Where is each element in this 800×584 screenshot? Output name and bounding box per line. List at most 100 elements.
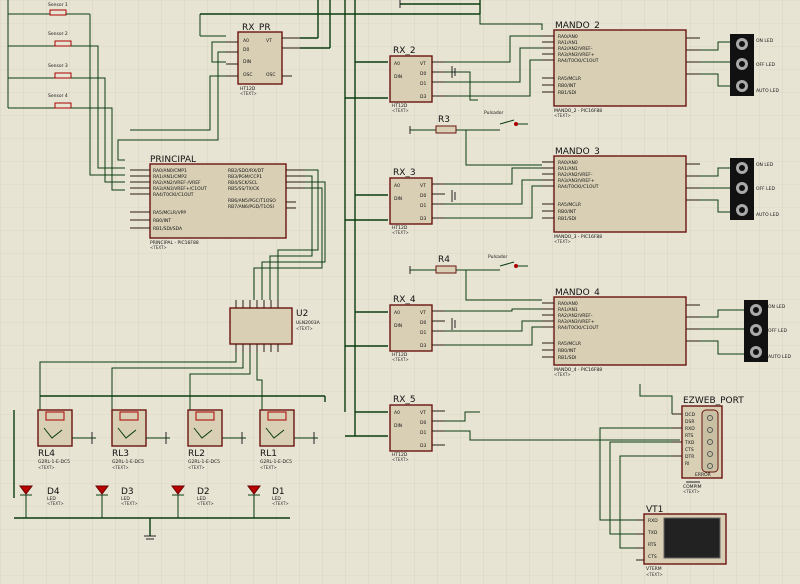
resistor-r3[interactable]: R3 (410, 115, 542, 166)
r4-ref: R4 (438, 255, 450, 265)
pulsador-2[interactable]: Pulsador (488, 254, 528, 268)
svg-text:D1: D1 (420, 203, 426, 209)
svg-text:RI: RI (685, 461, 689, 467)
led-d3[interactable]: D3 LED <TEXT> (95, 485, 138, 518)
svg-text:RA1/AN1: RA1/AN1 (558, 307, 578, 313)
svg-text:RB3/PGM/CCP1: RB3/PGM/CCP1 (228, 174, 262, 180)
svg-text:MANDO_2 - PIC16F88: MANDO_2 - PIC16F88 (554, 108, 602, 114)
svg-text:RX_4: RX_4 (393, 295, 416, 305)
svg-text:D0: D0 (243, 47, 249, 53)
svg-text:OFF LED: OFF LED (756, 186, 775, 192)
mando-3[interactable]: MANDO_3 RA0/AN0 RA1/AN1 RA2/AN2/VREF- RA… (445, 147, 730, 244)
svg-text:LED: LED (197, 496, 206, 502)
relay-rl1-ref: RL1 (260, 449, 277, 459)
svg-text:AUTO LED: AUTO LED (756, 212, 779, 218)
svg-text:AUTO LED: AUTO LED (756, 88, 779, 94)
u2-part: ULN2003A (296, 320, 321, 326)
svg-text:<TEXT>: <TEXT> (392, 230, 409, 235)
svg-text:RA0/AN0: RA0/AN0 (558, 160, 578, 166)
led-d4[interactable]: D4 LED <TEXT> (19, 485, 64, 518)
svg-text:D1: D1 (420, 81, 426, 87)
svg-text:RB6/AN5/PGC/T1OSO: RB6/AN5/PGC/T1OSO (228, 198, 276, 204)
svg-text:HT12D: HT12D (392, 452, 408, 458)
vterm-vt1[interactable]: VT1 RXD TXD RTS CTS VTERM <TEXT> (636, 505, 727, 577)
svg-text:CTS: CTS (685, 447, 694, 453)
mando-4[interactable]: MANDO_4 RA0/AN0 RA1/AN1 RA2/AN2/VREF- RA… (445, 288, 744, 377)
svg-text:VT1: VT1 (646, 505, 663, 515)
relay-rl1[interactable]: RL1 G2RL-1-E-DC5 <TEXT> (259, 409, 318, 470)
svg-text:RB4/SCK/SCL: RB4/SCK/SCL (228, 180, 258, 186)
svg-text:D0: D0 (420, 193, 426, 199)
svg-text:CTS: CTS (648, 554, 657, 560)
resistor-r4[interactable]: R4 (410, 255, 542, 301)
svg-text:HT12D: HT12D (392, 352, 408, 358)
sensor-4[interactable]: Sensor 4 (8, 93, 90, 109)
svg-text:MANDO_4 - PIC16F88: MANDO_4 - PIC16F88 (554, 367, 602, 373)
sensor-3[interactable]: Sensor 3 (8, 63, 90, 79)
led-block-1[interactable]: ON LED OFF LED AUTO LED (730, 34, 779, 96)
svg-text:D0: D0 (420, 71, 426, 77)
ground-symbols (399, 0, 456, 330)
svg-text:HT12D: HT12D (392, 103, 408, 109)
mando-2[interactable]: MANDO_2 RA0/AN0 RA1/AN1 RA2/AN2/VREF- RA… (200, 14, 730, 118)
svg-text:G2RL-1-E-DC5: G2RL-1-E-DC5 (260, 459, 292, 465)
sensor-3-label: Sensor 3 (48, 63, 68, 69)
svg-text:D1: D1 (420, 330, 426, 336)
svg-text:<TEXT>: <TEXT> (47, 501, 64, 506)
svg-text:Pulsador: Pulsador (484, 110, 503, 116)
sensor-1[interactable]: Sensor 1 (8, 2, 90, 16)
svg-text:A0: A0 (394, 61, 400, 67)
principal-part: PRINCIPAL - PIC16F88 (150, 240, 199, 246)
relay-rl4-ref: RL4 (38, 449, 55, 459)
svg-text:<TEXT>: <TEXT> (121, 501, 138, 506)
svg-text:<TEXT>: <TEXT> (392, 108, 409, 113)
svg-text:<TEXT>: <TEXT> (260, 465, 277, 470)
svg-text:D3: D3 (420, 216, 426, 222)
svg-text:DIN: DIN (394, 323, 402, 329)
svg-text:RA5/MCLR/VPP: RA5/MCLR/VPP (153, 210, 186, 216)
svg-text:RTS: RTS (648, 542, 657, 548)
svg-text:<TEXT>: <TEXT> (112, 465, 129, 470)
led-d1[interactable]: D1 LED <TEXT> (247, 485, 289, 518)
svg-text:G2RL-1-E-DC5: G2RL-1-E-DC5 (112, 459, 144, 465)
relay-rl4[interactable]: RL4 G2RL-1-E-DC5 <TEXT> (37, 409, 96, 470)
svg-text:RB7/AN6/PGD/T1OSI: RB7/AN6/PGD/T1OSI (228, 204, 274, 210)
sensor-2[interactable]: Sensor 2 (8, 31, 90, 47)
u2-driver[interactable]: U2 ULN2003A <TEXT> (39, 300, 321, 410)
svg-text:MANDO_2: MANDO_2 (555, 21, 600, 31)
relay-rl3[interactable]: RL3 G2RL-1-E-DC5 <TEXT> (111, 409, 170, 470)
led-block-2[interactable]: ON LED OFF LED AUTO LED (730, 158, 779, 220)
svg-text:LED: LED (121, 496, 130, 502)
rx-pr-module[interactable]: RX_PR A0 D0 DIN OSC VT OSC HT12D <TEXT> (117, 14, 300, 161)
principal-ref: PRINCIPAL (150, 155, 196, 165)
sensor-4-label: Sensor 4 (48, 93, 68, 99)
led-d2[interactable]: D2 LED <TEXT> (171, 485, 214, 518)
svg-text:A0: A0 (394, 183, 400, 189)
svg-text:RA5/MCLR: RA5/MCLR (558, 76, 581, 82)
svg-text:RX_3: RX_3 (393, 168, 416, 178)
principal-pic[interactable]: PRINCIPAL RA0/AN0/CMP1 RA1/AN1/CMP2 RA2/… (130, 155, 326, 300)
svg-text:RB0/INT: RB0/INT (558, 83, 576, 89)
svg-text:RA4/T0CKI/C1OUT: RA4/T0CKI/C1OUT (558, 325, 599, 331)
svg-text:RA3/AN3/VREF+/C1OUT: RA3/AN3/VREF+/C1OUT (153, 186, 207, 192)
svg-text:MANDO_3 - PIC16F88: MANDO_3 - PIC16F88 (554, 234, 602, 240)
pulsador-1[interactable]: Pulsador (484, 110, 528, 126)
svg-text:ERROR: ERROR (695, 472, 711, 478)
svg-text:RA3/AN3/VREF+: RA3/AN3/VREF+ (558, 52, 595, 58)
svg-text:RA0/AN0/CMP1: RA0/AN0/CMP1 (153, 168, 187, 174)
relay-rl2[interactable]: RL2 G2RL-1-E-DC5 <TEXT> (187, 409, 246, 470)
svg-text:ON LED: ON LED (756, 38, 774, 44)
svg-text:G2RL-1-E-DC5: G2RL-1-E-DC5 (188, 459, 220, 465)
led-block-3[interactable]: ON LED OFF LED AUTO LED (744, 300, 791, 362)
svg-text:<TEXT>: <TEXT> (683, 489, 700, 494)
ezweb-port[interactable]: EZWEB_PORT DCD DSR RXD RTS TXD CTS DTR R… (599, 384, 744, 549)
svg-text:COMPIM: COMPIM (683, 484, 702, 490)
svg-text:<TEXT>: <TEXT> (554, 239, 571, 244)
svg-text:VT: VT (420, 61, 426, 67)
led-d2-ref: D2 (197, 487, 210, 497)
